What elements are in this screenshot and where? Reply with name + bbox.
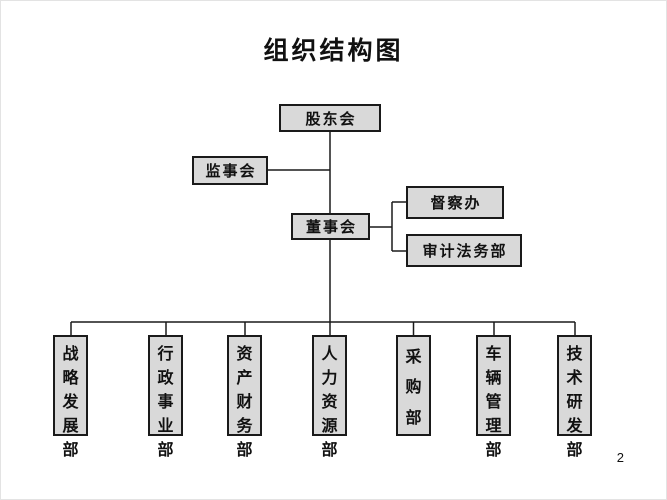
node-audit-legal-dept: 审计法务部 xyxy=(406,234,522,267)
node-dept-assets-finance: 资产财务部 xyxy=(227,335,262,459)
node-supervisory-board: 监事会 xyxy=(192,156,268,185)
page-title: 组织结构图 xyxy=(263,38,404,65)
node-inspection-office: 督察办 xyxy=(406,186,504,219)
node-shareholders-meeting: 股东会 xyxy=(279,104,381,132)
dept-label: 采购部 xyxy=(405,349,422,427)
node-dept-administrative-affairs: 行政事业部 xyxy=(148,335,183,459)
node-dept-vehicle-management: 车辆管理部 xyxy=(476,335,511,459)
page-number: 2 xyxy=(616,450,624,465)
dept-label: 行政事业部 xyxy=(157,346,174,459)
dept-label: 战略发展部 xyxy=(62,346,79,459)
node-dept-human-resources: 人力资源部 xyxy=(312,335,347,459)
dept-label: 人力资源部 xyxy=(321,346,338,459)
node-board-of-directors: 董事会 xyxy=(291,213,370,240)
dept-label: 车辆管理部 xyxy=(485,346,502,459)
dept-label: 资产财务部 xyxy=(236,346,253,459)
dept-label: 技术研发部 xyxy=(566,346,583,459)
node-dept-procurement: 采购部 xyxy=(396,335,431,436)
node-dept-strategy-development: 战略发展部 xyxy=(53,335,88,459)
node-dept-technology-rd: 技术研发部 xyxy=(557,335,592,459)
